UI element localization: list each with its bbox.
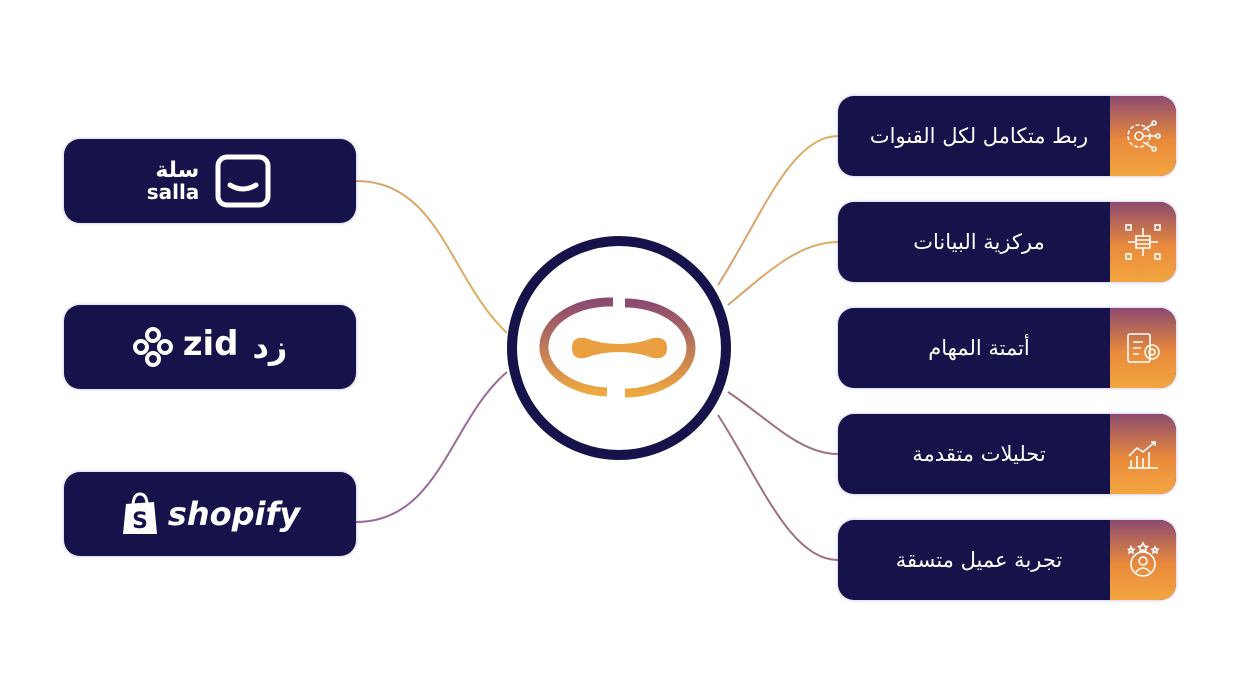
shopify-card: S shopify: [64, 472, 356, 556]
central-hub-logo: [507, 236, 731, 460]
feature-card-customer: تجربة عميل متسقة: [838, 520, 1176, 600]
connector-f1: [717, 135, 839, 286]
connector-salla: [355, 180, 508, 334]
feature-label: تجربة عميل متسقة: [895, 548, 1063, 572]
brand-logo-icon: [539, 297, 696, 398]
feature-label: مركزية البيانات: [913, 230, 1045, 254]
gear-circuit-icon: [1127, 120, 1161, 152]
connector-f2: [727, 241, 839, 306]
task-automation-icon: [1127, 333, 1160, 363]
connector-f5: [717, 414, 839, 561]
feature-card-integration: ربط متكامل لكل القنوات: [838, 96, 1176, 176]
feature-label: ربط متكامل لكل القنوات: [869, 124, 1089, 148]
connector-shopify: [355, 371, 508, 523]
customer-stars-icon: [1127, 541, 1160, 577]
shopify-bag-icon: S: [122, 492, 157, 534]
data-hub-icon: [1125, 224, 1161, 260]
feature-card-data: مركزية البيانات: [838, 202, 1176, 282]
svg-text:S: S: [132, 509, 148, 534]
feature-card-analytics: تحليلات متقدمة: [838, 414, 1176, 494]
salla-en-text: salla: [146, 180, 200, 204]
salla-ar-text: سلة: [155, 158, 200, 183]
salla-card: سلة salla: [64, 139, 356, 223]
zid-card: zid زد: [64, 305, 356, 389]
analytics-chart-icon: [1128, 441, 1158, 469]
feature-label: تحليلات متقدمة: [912, 442, 1046, 466]
connector-f4: [727, 391, 839, 455]
salla-bag-icon: [215, 154, 271, 208]
shopify-text: shopify: [167, 495, 301, 533]
zid-en-text: zid: [182, 324, 239, 364]
zid-ar-text: زد: [252, 328, 288, 366]
feature-card-automation: أتمتة المهام: [838, 308, 1176, 388]
feature-label: أتمتة المهام: [928, 336, 1030, 360]
zid-flower-icon: [132, 327, 173, 367]
